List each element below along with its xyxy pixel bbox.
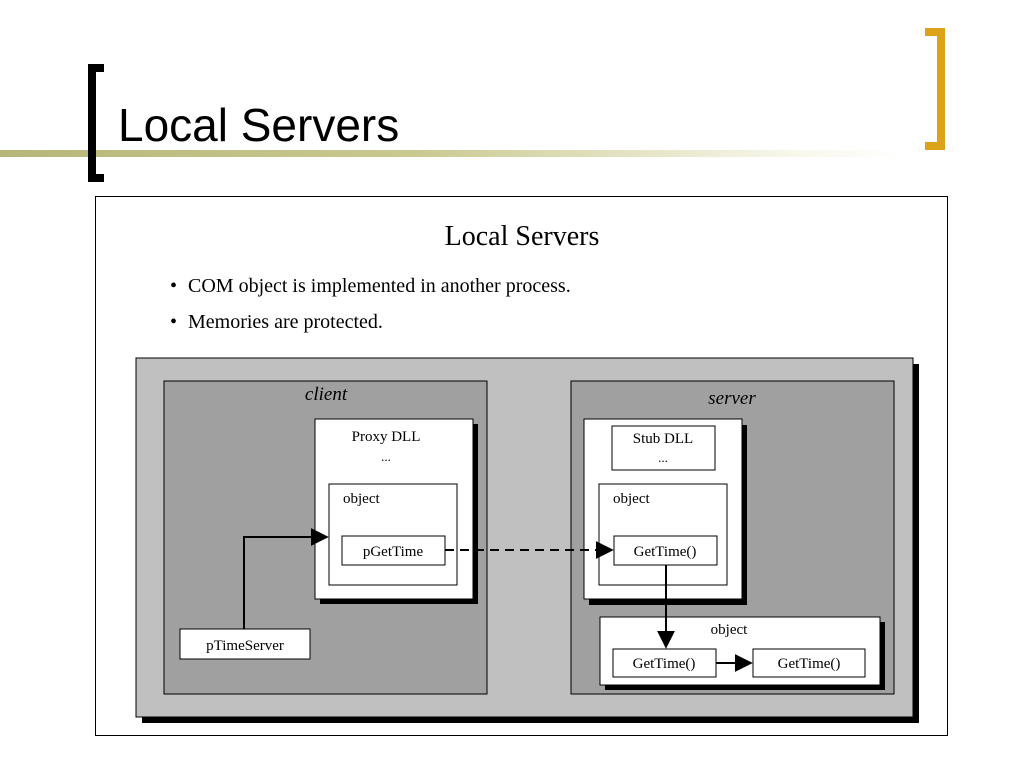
figure-title: Local Servers [445,221,600,252]
stub-dll-ellipsis: ... [658,450,668,465]
bullet-text-2: Memories are protected. [188,311,383,333]
diagram-canvas: Local Servers • COM object is implemente… [135,221,919,723]
pgettime-label: pGetTime [363,544,424,560]
bullet-dot-2: • [170,311,177,333]
ptimeserver-box [179,628,311,660]
stub-dll-label: Stub DLL [633,431,693,447]
client-object-label: object [343,491,380,507]
server-label: server [708,388,756,409]
inner-gettime-label-1: GetTime() [633,656,696,672]
proxy-dll-label: Proxy DLL [352,429,421,445]
right-bracket-decoration [925,28,945,150]
bullet-text-1: COM object is implemented in another pro… [188,275,571,297]
left-bracket-decoration [88,64,104,182]
inner-gettime-label-2: GetTime() [778,656,841,672]
slide-title: Local Servers [118,99,400,151]
server-gettime-label: GetTime() [634,544,697,560]
server-object-box [598,483,728,586]
pgettime-box [341,535,446,566]
diagram-figure: Local Servers • COM object is implemente… [95,196,948,736]
client-label: client [305,384,348,405]
inner-gettime-box-1 [612,648,717,678]
inner-gettime-box-2 [752,648,866,678]
ptimeserver-to-object-arrow [243,528,329,629]
bullet-dot-1: • [170,275,177,297]
proxy-dll-ellipsis: ... [381,449,391,464]
server-object-label: object [613,491,650,507]
ptimeserver-label: pTimeServer [206,638,284,654]
title-underline-bar [0,150,900,157]
inner-object-label: object [711,622,748,638]
server-gettime-box [613,535,718,566]
stub-dll-box [611,425,716,471]
client-object-box [328,483,458,586]
